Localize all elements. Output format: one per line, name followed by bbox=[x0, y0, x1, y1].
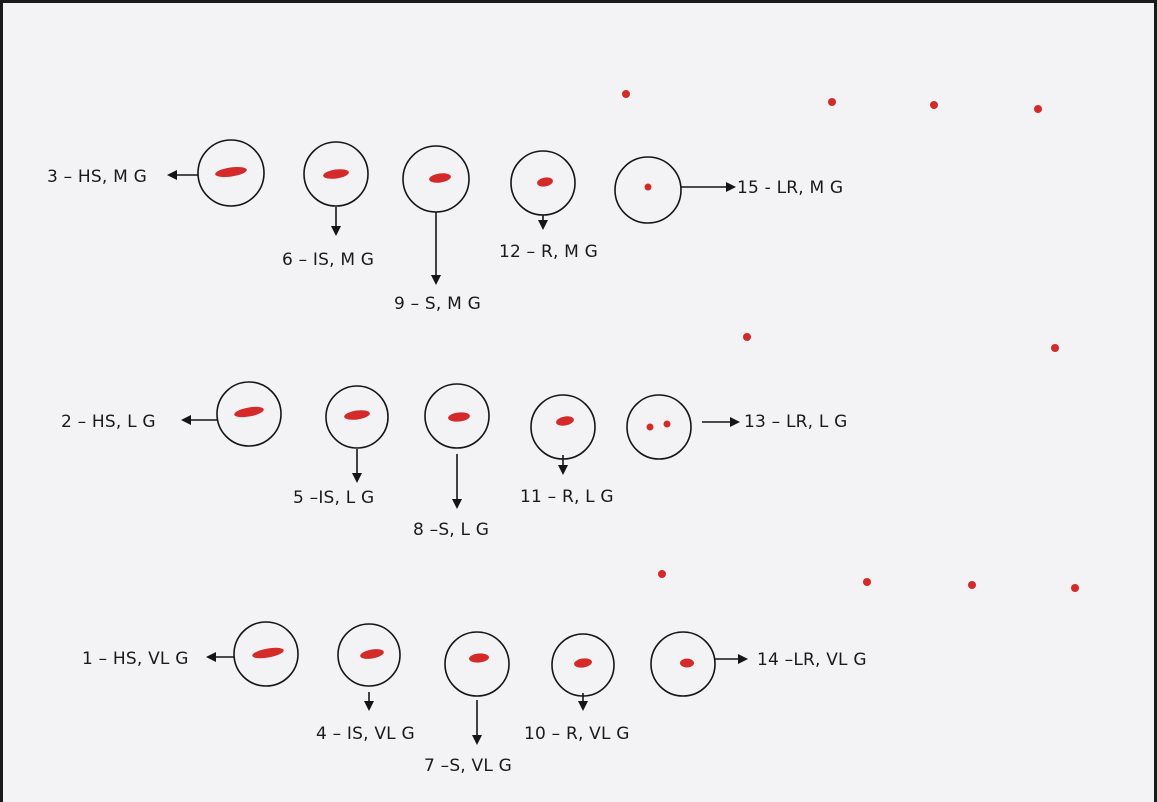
sample-9-group: 9 – S, M G bbox=[394, 145, 481, 314]
stray-dot bbox=[1051, 344, 1059, 352]
sample-14-group: 14 –LR, VL G bbox=[650, 631, 867, 697]
stray-dot bbox=[1071, 584, 1079, 592]
sample-11-mark bbox=[556, 416, 574, 426]
sample-12-mark bbox=[537, 177, 553, 187]
sample-6-circle bbox=[303, 141, 369, 207]
sample-4-mark bbox=[360, 649, 384, 659]
sample-8-label: 8 –S, L G bbox=[413, 520, 489, 540]
stray-dot bbox=[743, 333, 751, 341]
sample-11-circle bbox=[530, 394, 596, 460]
stray-dot bbox=[863, 578, 871, 586]
sample-2-group: 2 – HS, L G bbox=[61, 381, 282, 447]
sample-15-label: 15 - LR, M G bbox=[737, 178, 843, 198]
sample-10-group: 10 – R, VL G bbox=[524, 633, 630, 744]
sample-13-circle bbox=[626, 394, 692, 460]
sample-9-label: 9 – S, M G bbox=[394, 294, 481, 314]
sample-12-group: 12 – R, M G bbox=[499, 150, 598, 262]
sample-7-circle bbox=[444, 631, 510, 697]
sample-12-label: 12 – R, M G bbox=[499, 242, 598, 262]
sample-13-label: 13 – LR, L G bbox=[744, 412, 847, 432]
sample-1-mark bbox=[252, 647, 284, 659]
sample-5-mark bbox=[344, 410, 370, 420]
sample-7-mark bbox=[469, 653, 489, 663]
sample-7-label: 7 –S, VL G bbox=[424, 756, 512, 776]
sample-1-label: 1 – HS, VL G bbox=[82, 649, 189, 669]
sample-13-mark-a bbox=[646, 423, 654, 431]
sample-14-mark bbox=[680, 658, 694, 668]
sample-1-group: 1 – HS, VL G bbox=[82, 621, 299, 687]
sample-5-group: 5 –IS, L G bbox=[293, 385, 389, 508]
stray-dot bbox=[658, 570, 666, 578]
sample-11-label: 11 – R, L G bbox=[520, 487, 614, 507]
sample-11-group: 11 – R, L G bbox=[520, 394, 614, 507]
stray-dot bbox=[1034, 105, 1042, 113]
sample-8-mark bbox=[448, 412, 470, 422]
sample-8-group: 8 –S, L G bbox=[413, 383, 490, 540]
sample-15-group: 15 - LR, M G bbox=[614, 156, 843, 224]
sample-14-label: 14 –LR, VL G bbox=[757, 650, 867, 670]
sample-2-circle bbox=[216, 381, 282, 447]
sample-4-label: 4 – IS, VL G bbox=[316, 724, 415, 744]
stray-dots bbox=[622, 90, 1079, 592]
sample-8-circle bbox=[424, 383, 490, 449]
sample-7-group: 7 –S, VL G bbox=[424, 631, 512, 776]
circle-pattern-diagram: 3 – HS, M G 6 – IS, M G 9 – S, M G 12 – … bbox=[47, 90, 1079, 776]
stray-dot bbox=[828, 98, 836, 106]
sample-6-group: 6 – IS, M G bbox=[282, 141, 374, 270]
sample-13-mark-b bbox=[663, 420, 671, 428]
sample-3-label: 3 – HS, M G bbox=[47, 167, 147, 187]
sample-3-mark bbox=[215, 167, 247, 177]
sample-14-circle bbox=[650, 631, 716, 697]
sample-6-label: 6 – IS, M G bbox=[282, 250, 374, 270]
stray-dot bbox=[968, 581, 976, 589]
sample-3-group: 3 – HS, M G bbox=[47, 139, 265, 207]
sample-2-mark bbox=[234, 406, 264, 418]
sample-10-mark bbox=[574, 658, 592, 668]
sample-4-group: 4 – IS, VL G bbox=[316, 623, 415, 744]
sample-15-mark bbox=[644, 183, 652, 191]
sample-5-label: 5 –IS, L G bbox=[293, 488, 374, 508]
sample-5-circle bbox=[325, 385, 389, 449]
sample-9-mark bbox=[429, 173, 451, 183]
sample-1-circle bbox=[233, 621, 299, 687]
stray-dot bbox=[622, 90, 630, 98]
sample-15-circle bbox=[614, 156, 682, 224]
stray-dot bbox=[930, 101, 938, 109]
sample-6-mark bbox=[323, 169, 349, 179]
sample-13-group: 13 – LR, L G bbox=[626, 394, 847, 460]
sample-10-label: 10 – R, VL G bbox=[524, 724, 630, 744]
sample-2-label: 2 – HS, L G bbox=[61, 412, 156, 432]
sample-4-circle bbox=[337, 623, 401, 687]
sample-3-circle bbox=[197, 139, 265, 207]
